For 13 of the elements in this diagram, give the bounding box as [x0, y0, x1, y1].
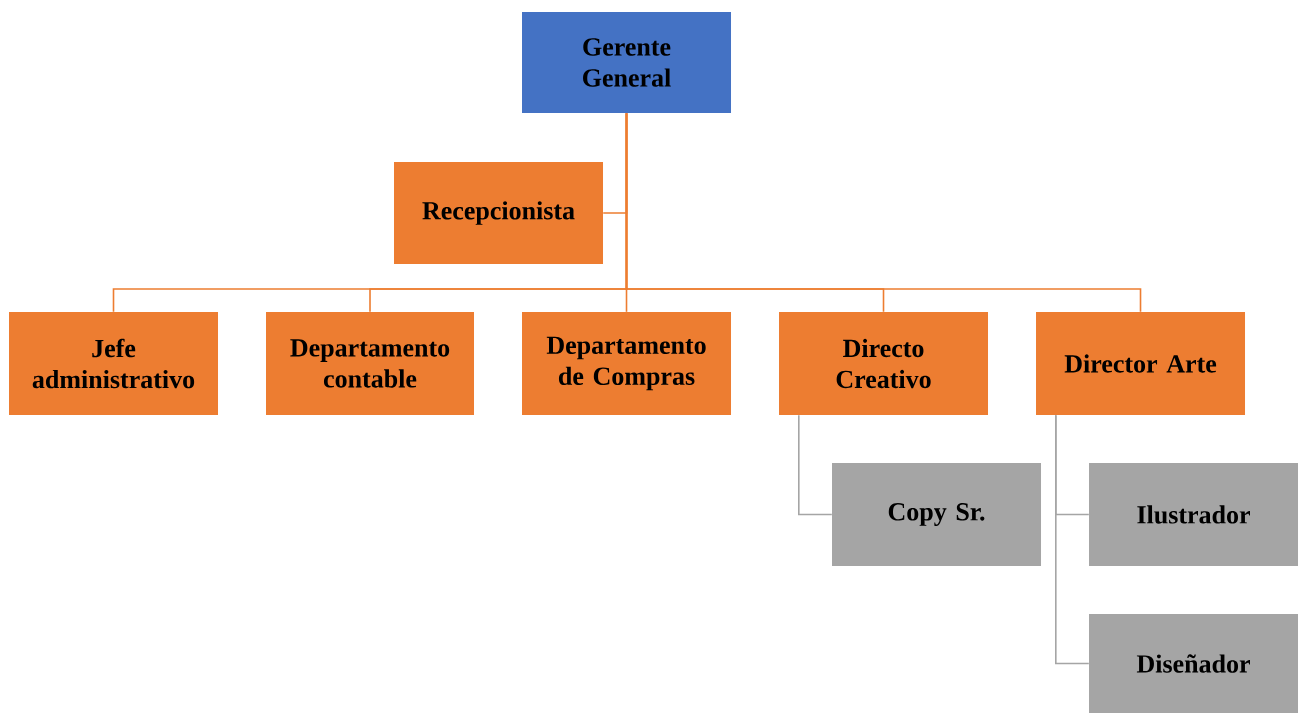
- org-box: Director Arte: [1036, 312, 1245, 415]
- connector-line: [625, 112, 1142, 313]
- connector-line: [798, 414, 833, 516]
- org-box: Gerente General: [522, 12, 731, 113]
- org-box: Ilustrador: [1089, 463, 1298, 566]
- org-box: Departamento de Compras: [522, 312, 731, 415]
- org-box: Jefe administrativo: [9, 312, 218, 415]
- org-box: Departamento contable: [266, 312, 474, 415]
- connector-line: [1055, 414, 1090, 665]
- org-box: Diseñador: [1089, 614, 1298, 713]
- org-box: Copy Sr.: [832, 463, 1041, 566]
- org-box: Recepcionista: [394, 162, 603, 264]
- org-box: Directo Creativo: [779, 312, 988, 415]
